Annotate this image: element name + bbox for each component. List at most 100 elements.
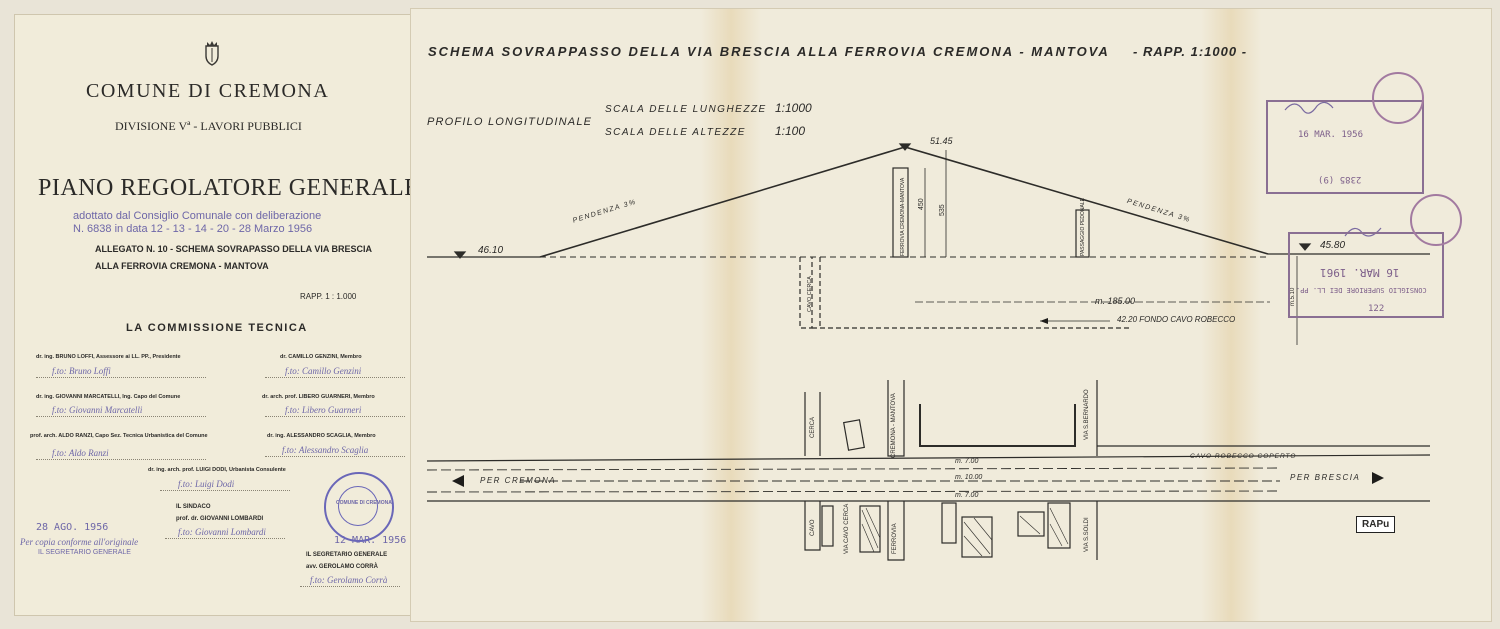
plan-via-s-soldi-label: VIA S.SOLDI [1084, 517, 1090, 552]
seal-text: COMUNE DI CREMONA [336, 500, 392, 506]
drawing-title-scale: - RAPP. 1:1000 - [1133, 44, 1248, 59]
signature-line [36, 416, 206, 417]
commission-heading: LA COMMISSIONE TECNICA [126, 322, 308, 334]
scale-ratio: RAPP. 1 : 1.000 [300, 292, 357, 301]
railway-north [887, 380, 905, 457]
adoption-line-2: N. 6838 in data 12 - 13 - 14 - 20 - 28 M… [73, 223, 313, 235]
hatch-line [973, 517, 993, 541]
canal-cerca-section [799, 257, 813, 329]
member-signature: f.to: Aldo Ranzi [52, 448, 109, 458]
building-north-block [919, 404, 1076, 447]
canal-bottom-label: 42.20 FONDO CAVO ROBECCO [1117, 315, 1236, 324]
signature-scribble [1284, 101, 1334, 114]
mayor-title: IL SINDACO [176, 504, 211, 510]
hatch-line [861, 523, 875, 553]
member-role: dr. arch. prof. LIBERO GUARNERI, Membro [262, 394, 375, 400]
plan-width-middle: m. 10.00 [955, 474, 983, 481]
signature-line [265, 377, 405, 378]
adoption-line-1: adottato dal Consiglio Comunale con deli… [73, 210, 322, 222]
elev-marker-top [898, 143, 912, 151]
registry-stamp-number: 2385 (9) [1318, 174, 1362, 184]
stamp-date-middle: 12 MAR. 1956 [334, 535, 407, 546]
plan-cavo-label: CAVO [810, 519, 816, 536]
elevation-left: 46.10 [478, 245, 504, 256]
railway-label-profile: FERROVIA CREMONA-MANTOVA [900, 177, 906, 256]
member-signature: f.to: Libero Guarneri [285, 405, 362, 415]
annex-line-2: ALLA FERROVIA CREMONA - MANTOVA [95, 261, 269, 271]
stamp-date-left: 28 AGO. 1956 [36, 522, 109, 533]
secretary-signature: f.to: Gerolamo Corrà [310, 575, 388, 585]
copy-note: Per copia conforme all'originale [20, 537, 139, 547]
scale-heights-label: SCALA DELLE ALTEZZE [605, 127, 746, 138]
copy-signer: IL SEGRETARIO GENERALE [38, 549, 131, 556]
member-signature: f.to: Alessandro Scaglia [282, 445, 369, 455]
member-role: dr. CAMILLO GENZINI, Membro [280, 354, 362, 360]
member-signature: f.to: Camillo Genzini [285, 366, 362, 376]
member-signature: f.to: Luigi Dodi [178, 479, 235, 489]
building-north-small [842, 419, 866, 451]
elevation-right: 45.80 [1320, 240, 1346, 251]
railway-south [887, 501, 905, 561]
municipal-seal-icon [324, 472, 394, 542]
division-title: DIVISIONE Vª - LAVORI PUBBLICI [115, 119, 302, 133]
member-role: dr. ing. arch. prof. LUIGI DODI, Urbanis… [148, 467, 286, 473]
plan-via-s-bernardo-label: VIA S.BERNARDO [1084, 389, 1090, 440]
hatch-line [963, 521, 991, 555]
canal-flow-arrow-icon [1040, 318, 1048, 324]
signature-line [265, 416, 405, 417]
building-south-1 [821, 505, 834, 547]
building-south-5 [1017, 511, 1045, 537]
drawing-sheet [410, 8, 1492, 622]
scale-lengths-label: SCALA DELLE LUNGHEZZE [605, 104, 767, 115]
signature-line [160, 490, 290, 491]
elev-marker-left [453, 251, 467, 259]
member-signature: f.to: Bruno Loffi [52, 366, 111, 376]
elevation-top: 51.45 [930, 136, 953, 146]
bridge-pier-right [1075, 209, 1090, 258]
council-seal-icon [1410, 194, 1462, 246]
annex-line-1: ALLEGATO N. 10 - SCHEMA SOVRAPASSO DELLA… [95, 244, 373, 254]
hatch-line [865, 507, 881, 539]
cavo-south [804, 501, 821, 551]
bridge-pier-left [892, 167, 909, 258]
plan-ferrovia-label: FERROVIA [892, 523, 898, 554]
carriageway-south [426, 490, 1281, 493]
secretary-title: IL SEGRETARIO GENERALE [306, 552, 388, 558]
hatch-line [1049, 507, 1069, 545]
signature-line [300, 586, 400, 587]
member-role: dr. ing. ALESSANDRO SCAGLIA, Membro [267, 433, 376, 439]
cavo-cerca-label: CAVO CERCA [807, 276, 813, 312]
council-stamp: 16 MAR. 1961 CONSIGLIO SUPERIORE DEI LL.… [1288, 232, 1444, 318]
arrow-left-icon [452, 475, 464, 487]
drawing-title: SCHEMA SOVRAPPASSO DELLA VIA BRESCIA ALL… [428, 44, 1110, 59]
arrow-right-icon [1372, 472, 1384, 484]
signature-line [36, 459, 206, 460]
plan-width-bottom: m. 7.00 [955, 492, 979, 499]
member-role: dr. ing. GIOVANNI MARCATELLI, Ing. Capo … [36, 394, 181, 400]
carriageway-north [426, 467, 1281, 471]
plan-width-top: m. 7.00 [955, 458, 979, 465]
plan-per-cremona-label: PER CREMONA [480, 476, 557, 485]
rapu-label: RAPu [1356, 516, 1396, 533]
building-south-6 [1047, 502, 1071, 549]
signature-line [265, 456, 405, 457]
mayor-signature: f.to: Giovanni Lombardi [178, 527, 266, 537]
secretary-name: avv. GEROLAMO CORRÀ [306, 564, 378, 570]
plan-via-cavo-cerca-label: VIA CAVO CERCA [844, 503, 850, 554]
elev-marker-right [1298, 243, 1312, 251]
hatch-line [963, 535, 983, 557]
plan-cremona-mantova-label: CREMONA - MANTOVA [891, 393, 897, 458]
hatch-line [1019, 515, 1041, 535]
council-stamp-text: CONSIGLIO SUPERIORE DEI LL. PP. [1296, 286, 1427, 294]
fold-shadow [1201, 9, 1261, 621]
dim-450: 450 [918, 198, 925, 210]
scale-lengths-value: 1:1000 [775, 101, 812, 115]
hatch-line [1049, 523, 1063, 547]
council-stamp-number: 122 [1368, 304, 1385, 314]
plan-per-brescia-label: PER BRESCIA [1290, 473, 1361, 482]
length-dim: m. 185.00 [1095, 296, 1136, 306]
member-role: dr. ing. BRUNO LOFFI, Assessore ai LL. P… [36, 354, 181, 360]
member-role: prof. arch. ALDO RANZI, Capo Sez. Tecnic… [30, 433, 208, 439]
registry-stamp: 16 MAR. 1956 2385 (9) [1266, 100, 1424, 194]
